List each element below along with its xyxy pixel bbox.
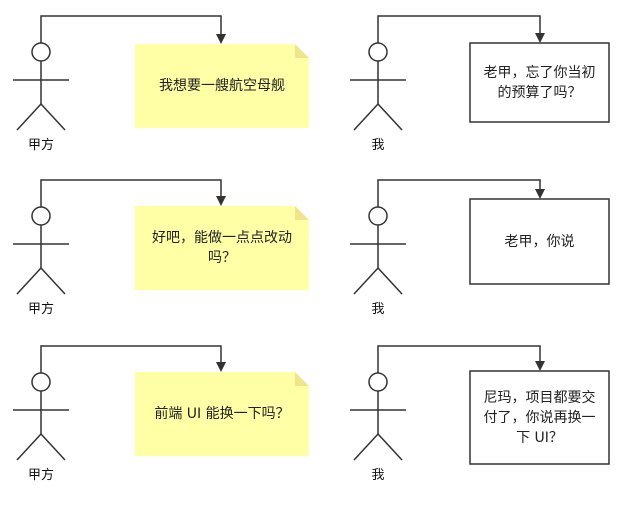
client-note-fold-2 [295, 206, 309, 220]
me-reply-box-2 [469, 198, 610, 285]
client-1-arrow [40, 15, 226, 44]
me-actor-2-left-leg [353, 267, 379, 295]
client-actor-1-right-leg [40, 103, 66, 131]
me-reply-box-3 [469, 370, 610, 465]
client-actor-2-left-leg [16, 267, 42, 295]
client-note-fold-1 [295, 44, 309, 58]
client-3-arrow [40, 345, 226, 373]
client-note-3 [135, 372, 309, 456]
me-reply-text-1: 老甲，忘了你当初 的预算了吗？ [483, 64, 596, 101]
me-reply-text-3: 尼玛，项目都要交 付了，你说再换一 下 UI？ [483, 389, 596, 446]
me-2-arrow [377, 179, 545, 207]
client-actor-3-head [31, 372, 51, 392]
client-label-1: 甲方 [27, 138, 54, 153]
me-actor-2-head [368, 206, 388, 226]
client-note-text-1: 我想要一艘航空母舰 [159, 78, 285, 94]
me-3-arrow [377, 345, 545, 373]
me-actor-3-right-leg [377, 433, 403, 461]
me-actor-1-head [368, 42, 388, 62]
me-reply-box-1 [469, 42, 610, 123]
me-actor-3-head [368, 372, 388, 392]
me-1-arrow [377, 15, 545, 43]
me-actor-3-left-leg [353, 433, 379, 461]
client-note-text-2: 好吧，能做一点点改动 吗？ [152, 230, 292, 266]
client-2-arrow [40, 179, 226, 207]
client-actor-1-head [31, 42, 51, 62]
me-label-1: 我 [371, 138, 385, 153]
client-note-2 [135, 206, 309, 290]
me-actor-2-right-leg [377, 267, 403, 295]
client-actor-3-right-leg [40, 433, 66, 461]
client-label-2: 甲方 [27, 302, 54, 317]
client-note-1 [135, 44, 309, 128]
client-actor-1-left-leg [16, 103, 42, 131]
me-label-2: 我 [371, 302, 385, 317]
client-note-fold-3 [295, 372, 309, 386]
client-actor-2-head [31, 206, 51, 226]
client-actor-3-left-leg [16, 433, 42, 461]
client-note-text-3: 前端 UI 能换一下吗？ [154, 406, 290, 422]
client-actor-2-right-leg [40, 267, 66, 295]
me-actor-1-left-leg [353, 103, 379, 131]
me-actor-1-right-leg [377, 103, 403, 131]
me-label-3: 我 [371, 468, 385, 483]
me-reply-text-2: 老甲，你说 [504, 233, 575, 250]
client-label-3: 甲方 [27, 468, 54, 483]
